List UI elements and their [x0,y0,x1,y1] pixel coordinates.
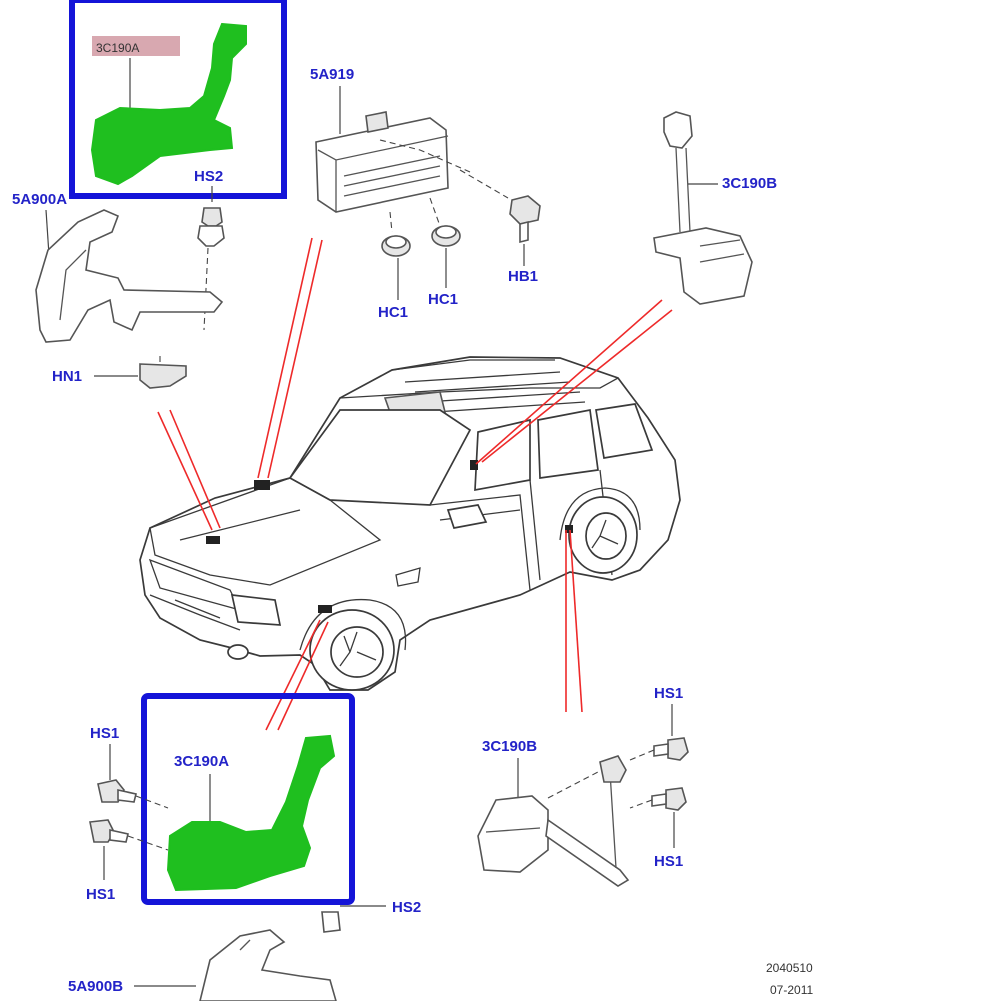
label-hc1-a: HC1 [378,304,408,321]
highlight-frame-top [69,0,287,199]
sensor-3c190a-bottom-shape [166,734,336,892]
label-hs2-bottom: HS2 [392,899,421,916]
car-sensor-marker-rear [470,460,478,470]
label-3c190a-top: 3C190A [96,41,139,55]
fastener-hs2-top[interactable]: HS2 [194,168,225,331]
fastener-hs1-bottom-left-b[interactable]: HS1 [86,819,169,903]
label-5a919: 5A919 [310,66,354,83]
reference-code: 2040510 [766,961,813,975]
bracket-5a900a-shape [35,209,224,343]
highlight-frame-bottom [141,693,355,905]
label-hs1-rear-b: HS1 [654,853,683,870]
clip-hn1[interactable]: HN1 [52,356,187,389]
fastener-hs1-rear-b[interactable]: HS1 [629,787,687,870]
sensor-3c190a-top-shape [90,22,247,186]
label-hs1-bottom-left-b: HS1 [86,886,115,903]
car-sensor-marker-front [206,536,220,544]
highlight-sensor-3c190a-top[interactable]: 3C190A [69,0,287,199]
label-hs1-rear-a: HS1 [654,685,683,702]
label-3c190a-bottom: 3C190A [174,753,229,770]
drawing-reference: 2040510 07-2011 [766,961,813,997]
label-hn1: HN1 [52,368,82,385]
label-5a900a: 5A900A [12,191,67,208]
fastener-hs2-bottom[interactable]: HS2 [321,899,421,933]
sensor-3c190b-top[interactable]: 3C190B [653,111,777,305]
bracket-5a900a[interactable]: 5A900A [12,191,224,343]
label-tag-background [92,36,180,56]
label-hc1-b: HC1 [428,291,458,308]
label-hs1-bottom-left-a: HS1 [90,725,119,742]
control-module-5a919[interactable]: 5A919 [310,66,509,233]
label-5a900b: 5A900B [68,978,123,995]
label-hs2-top: HS2 [194,168,223,185]
label-3c190b-bottom: 3C190B [482,738,537,755]
highlight-sensor-3c190a-bottom[interactable]: 3C190A [141,693,355,905]
sensor-3c190b-bottom[interactable]: 3C190B [477,738,630,887]
bracket-5a900b[interactable]: 5A900B [68,929,337,1001]
grommet-hc1-b[interactable]: HC1 [428,225,461,308]
vehicle-illustration [139,356,681,691]
bolt-hb1[interactable]: HB1 [508,195,541,285]
grommet-hc1-a[interactable]: HC1 [378,235,411,321]
car-sensor-marker-front-low [318,605,332,613]
label-hb1: HB1 [508,268,538,285]
location-leaders [157,237,673,731]
date-code: 07-2011 [770,983,813,997]
fastener-hs1-bottom-left-a[interactable]: HS1 [90,725,169,809]
car-sensor-marker-rear-low [565,525,573,533]
label-3c190b-top: 3C190B [722,175,777,192]
car-module-marker [254,480,270,490]
fastener-hs1-rear-a[interactable]: HS1 [629,685,689,761]
